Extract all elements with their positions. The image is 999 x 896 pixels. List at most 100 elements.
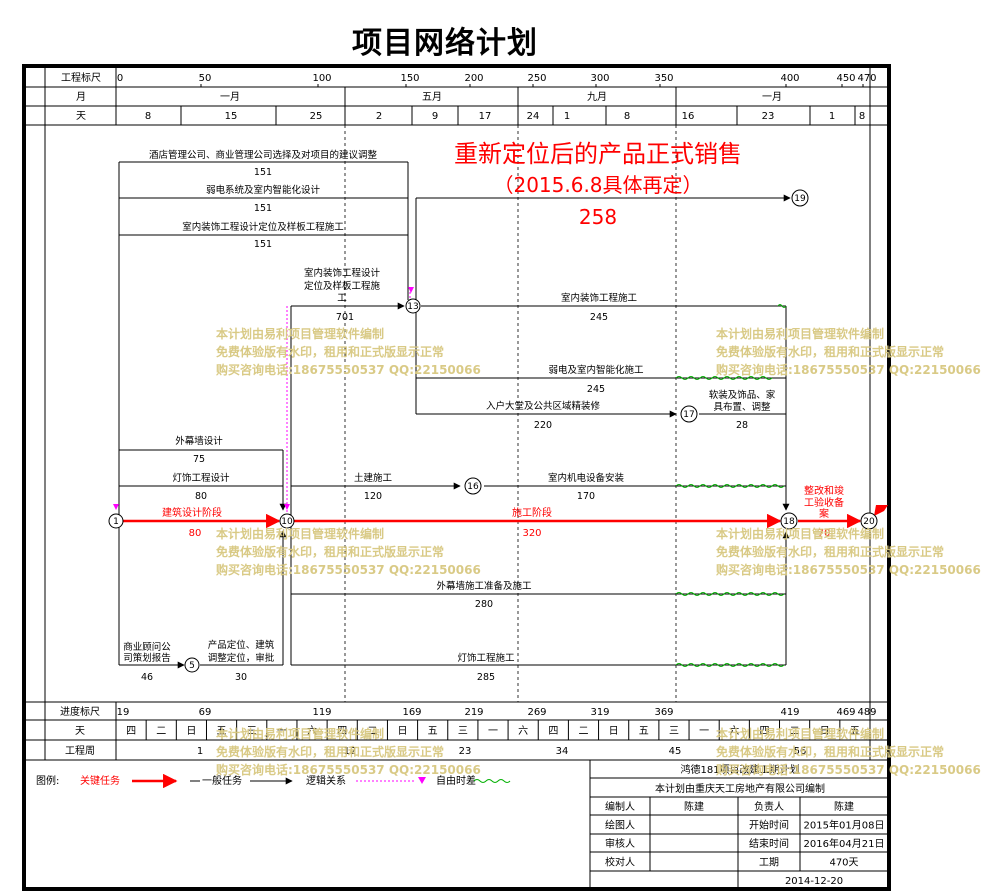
- progress-tick: 269: [527, 707, 546, 718]
- node[interactable]: 19: [791, 189, 809, 207]
- float-wave: [675, 304, 787, 380]
- legend-wave-swatch: [473, 779, 511, 783]
- node[interactable]: 10: [279, 513, 295, 529]
- tb-key: 开始时间: [749, 819, 789, 832]
- month-cell: 九月: [587, 91, 607, 103]
- task-label: 室内装饰工程设计定位及样板工程施工: [182, 221, 344, 233]
- tb-key: 审核人: [605, 837, 635, 850]
- progress-tick: 69: [199, 707, 212, 718]
- watermark-line: 购买咨询电话:18675550537 QQ:22150066: [716, 562, 981, 577]
- progress-tick: 419: [780, 707, 799, 718]
- weekday-cell: 日: [398, 726, 408, 737]
- weekday-cell: 四: [126, 726, 136, 737]
- critical-task-duration: 320: [522, 528, 541, 539]
- logic-links: [286, 292, 411, 512]
- task-duration: 151: [254, 239, 272, 250]
- task-duration: 245: [587, 384, 605, 395]
- tb-key: 结束时间: [749, 837, 789, 850]
- task-label: 土建施工: [354, 472, 393, 484]
- weekday-cell: 六: [307, 725, 317, 737]
- svg-text:20: 20: [863, 517, 875, 527]
- task-duration: 46: [141, 672, 153, 683]
- watermark-line: 购买咨询电话:18675550537 QQ:22150066: [216, 762, 481, 777]
- watermark-line: 免费体验版有水印，租用和正式版显示正常: [716, 744, 944, 759]
- header-grid: [24, 66, 889, 760]
- watermark-line: 购买咨询电话:18675550537 QQ:22150066: [716, 362, 981, 377]
- weekday-cell: 四: [337, 726, 347, 737]
- progress-tick: 469: [836, 707, 855, 718]
- scale-tick: 250: [527, 73, 546, 84]
- node[interactable]: 16: [464, 477, 482, 495]
- scale-tick: 0: [117, 73, 123, 84]
- tb-value: 陈建: [834, 800, 854, 813]
- task-label: 室内装饰工程设计: [304, 267, 381, 279]
- weeks-label: 工程周: [65, 745, 95, 757]
- scale-tick: 300: [590, 73, 609, 84]
- weekday-cell: 三: [458, 726, 468, 737]
- scale-tick: 450: [836, 73, 855, 84]
- scale-tick: 150: [400, 73, 419, 84]
- lower-task-lines: [118, 527, 790, 669]
- node[interactable]: 1: [108, 513, 124, 529]
- critical-task-label: 工验收备: [804, 496, 844, 509]
- watermark-line: 购买咨询电话:18675550537 QQ:22150066: [216, 362, 481, 377]
- org-name: 本计划由重庆天工房地产有限公司编制: [655, 782, 825, 795]
- task-label: 商业顾问公: [123, 641, 171, 653]
- weekday-cell: 二: [156, 726, 166, 737]
- task-duration: 28: [736, 420, 748, 431]
- weekday-cell: 五: [639, 726, 649, 737]
- day-cell: 2: [376, 111, 382, 122]
- tb-value: 470天: [829, 858, 858, 869]
- day-cell: 23: [762, 111, 775, 122]
- task-label: 酒店管理公司、商业管理公司选择及对项目的建议调整: [149, 149, 378, 161]
- task-label: 入户大堂及公共区域精装修: [486, 400, 601, 412]
- critical-task-label: 案: [819, 507, 829, 520]
- task-duration: 170: [577, 491, 595, 502]
- free-float-flag: [408, 287, 414, 293]
- node[interactable]: 18: [780, 512, 798, 530]
- task-label: 具布置、调整: [713, 401, 771, 413]
- weekday-cell: 六: [729, 725, 739, 737]
- task-duration: 30: [235, 672, 247, 683]
- tb-key: 工期: [759, 857, 779, 869]
- task-duration: 245: [590, 312, 608, 323]
- scale-tick: 400: [780, 73, 799, 84]
- weekday-cell: 四: [548, 726, 558, 737]
- month-cell: 一月: [762, 91, 782, 103]
- progress-tick: 219: [464, 707, 483, 718]
- svg-text:18: 18: [783, 517, 795, 527]
- page-title: 项目网络计划: [352, 26, 538, 61]
- task-duration: 285: [477, 672, 495, 683]
- free-float-flag: [113, 504, 119, 510]
- scale-tick: 200: [464, 73, 483, 84]
- progress-label: 进度标尺: [60, 705, 100, 718]
- legend-logic: 逻辑关系: [306, 774, 346, 787]
- node[interactable]: 5: [184, 657, 200, 673]
- task-label: 灯饰工程施工: [457, 652, 515, 664]
- weekday-cell: 一: [277, 726, 287, 737]
- critical-task-label: 施工阶段: [512, 506, 552, 519]
- progress-tick: 369: [654, 707, 673, 718]
- node[interactable]: 13: [405, 298, 421, 314]
- weekday-cell: 日: [609, 726, 619, 737]
- float-wave: [675, 484, 785, 488]
- critical-task-label: 整改和竣: [804, 484, 844, 497]
- node[interactable]: 17: [680, 405, 698, 423]
- free-float-flag: [284, 504, 290, 510]
- day-cell: 8: [145, 111, 151, 122]
- day-cell: 15: [225, 111, 238, 122]
- legend-general: 一般任务: [202, 774, 242, 787]
- task-label: 弱电系统及室内智能化设计: [206, 184, 321, 196]
- task-duration: 80: [195, 491, 207, 502]
- tb-key: 负责人: [754, 800, 784, 813]
- svg-text:1: 1: [113, 517, 119, 527]
- announcement-line1: 重新定位后的产品正式销售: [454, 140, 742, 168]
- finish-flag: [874, 505, 888, 516]
- svg-text:19: 19: [794, 194, 806, 204]
- week-cell: 23: [459, 746, 472, 757]
- node[interactable]: 20: [860, 512, 878, 530]
- announcement-line3: 258: [579, 205, 617, 229]
- task-label: 室内机电设备安装: [548, 472, 625, 484]
- task-label: 工: [337, 293, 347, 304]
- tb-key: 绘图人: [605, 819, 635, 832]
